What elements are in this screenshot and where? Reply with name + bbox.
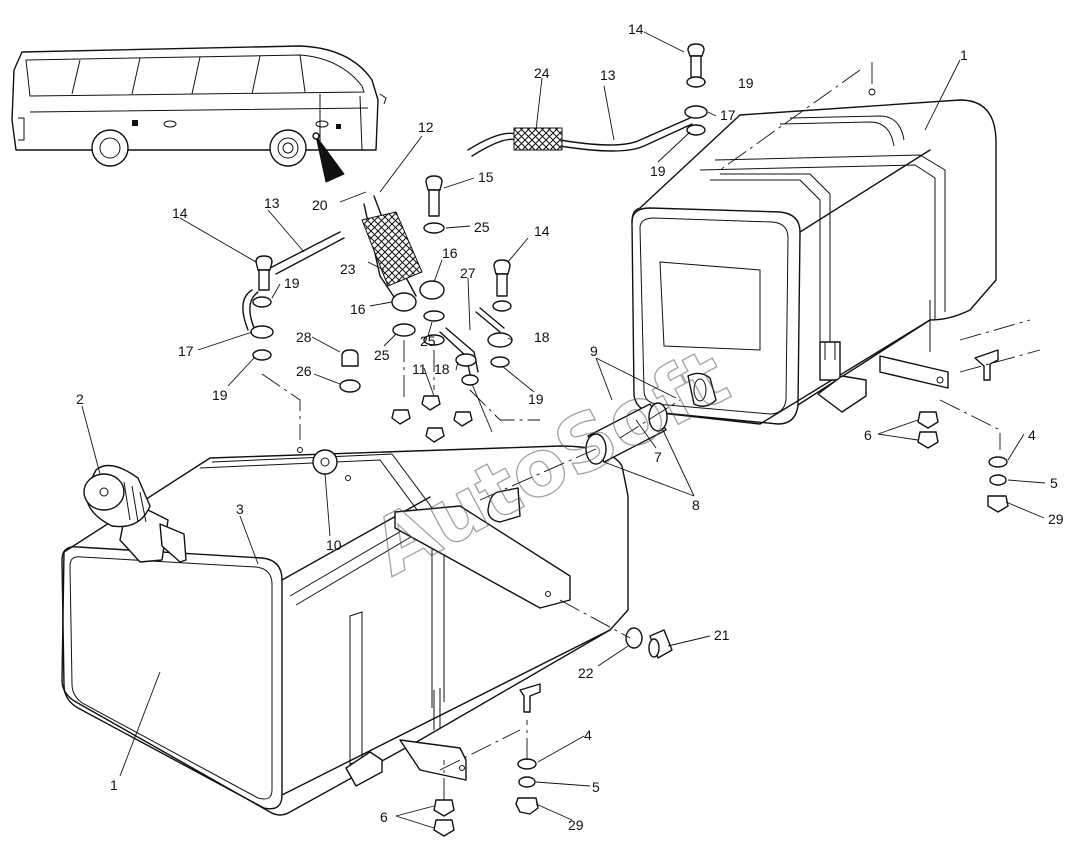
callout-labels: 1 1 2 3 4 4 5 5 6 6 7 8 9 10 11 12 13 13… [76, 21, 1064, 833]
callout-13-upper: 13 [600, 67, 616, 83]
callout-13-lower: 13 [264, 195, 280, 211]
callout-11: 11 [412, 361, 427, 377]
callout-7: 7 [654, 449, 662, 465]
left-fuel-tank [61, 445, 629, 816]
callout-23: 23 [340, 261, 356, 277]
mounting-hardware-upper [917, 319, 1041, 513]
callout-20: 20 [312, 197, 328, 213]
bus-illustration [11, 45, 387, 183]
callout-25-top: 25 [474, 219, 490, 235]
callout-6-upper: 6 [864, 427, 872, 443]
callout-29-upper: 29 [1048, 511, 1064, 527]
callout-18-left: 18 [434, 361, 450, 377]
drain-plug [559, 599, 673, 659]
callout-5-upper: 5 [1050, 475, 1058, 491]
callout-14-mid: 14 [534, 223, 550, 239]
callout-27: 27 [460, 265, 476, 281]
callout-16-left: 16 [350, 301, 366, 317]
callout-14-left: 14 [172, 205, 188, 221]
hoses [242, 117, 693, 375]
callout-6-lower: 6 [380, 809, 388, 825]
callout-19-top-right: 19 [738, 75, 754, 91]
callout-19-left: 19 [212, 387, 228, 403]
callout-15: 15 [478, 169, 494, 185]
fittings [250, 43, 873, 443]
callout-21: 21 [714, 627, 730, 643]
filler-cap [83, 464, 187, 563]
callout-4-upper: 4 [1028, 427, 1036, 443]
mounting-hardware-lower [433, 683, 541, 837]
callout-28: 28 [296, 329, 312, 345]
callout-17-lower: 17 [178, 343, 194, 359]
callout-25-left: 25 [374, 347, 390, 363]
callout-8: 8 [692, 497, 700, 513]
callout-4-lower: 4 [584, 727, 592, 743]
callout-24: 24 [534, 65, 550, 81]
right-fuel-tank [631, 88, 997, 425]
callout-19-top-left: 19 [650, 163, 666, 179]
callout-17-upper: 17 [720, 107, 736, 123]
callout-26: 26 [296, 363, 312, 379]
callout-19-mid: 19 [284, 275, 300, 291]
callout-1-upper: 1 [960, 47, 968, 63]
callout-18-right: 18 [534, 329, 550, 345]
callout-22: 22 [578, 665, 594, 681]
leader-lines [81, 31, 1046, 829]
callout-16-right: 16 [442, 245, 458, 261]
callout-12: 12 [418, 119, 434, 135]
callout-9: 9 [590, 343, 598, 359]
callout-14-top: 14 [628, 21, 644, 37]
callout-1-lower: 1 [110, 777, 118, 793]
callout-10: 10 [326, 537, 342, 553]
callout-3: 3 [236, 501, 244, 517]
pipe-fittings [479, 372, 717, 501]
callout-19-center: 19 [528, 391, 544, 407]
callout-2: 2 [76, 391, 84, 407]
callout-29-lower: 29 [568, 817, 584, 833]
callout-5-lower: 5 [592, 779, 600, 795]
callout-25-mid: 25 [420, 333, 436, 349]
